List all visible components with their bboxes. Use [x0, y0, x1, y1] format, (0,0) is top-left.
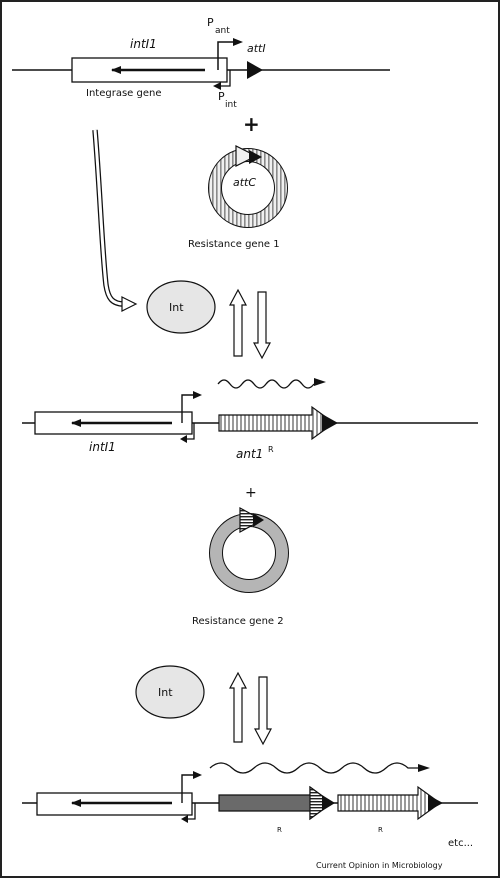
- hollow-arrow-down-1: [253, 291, 271, 360]
- cassette-2-arrowhead: [239, 506, 264, 534]
- hollow-arrow-up-2: [229, 671, 247, 743]
- pant-promoter-stem: [217, 41, 236, 70]
- reversible-arrows-1: [229, 288, 271, 360]
- attC-label: attC: [233, 176, 256, 189]
- pant-promoter-2: [181, 394, 196, 423]
- pant-label-P: P: [207, 16, 214, 29]
- intI1-label-mid: intI1: [89, 440, 116, 454]
- ant1-label: ant1: [236, 447, 263, 461]
- pint-promoter-arrowhead: [213, 82, 221, 90]
- cassette-2-r-label: R: [277, 826, 282, 834]
- int-protein-1-label: Int: [169, 301, 184, 314]
- cassette-ring-1-inner: [221, 161, 275, 215]
- cassette-ring-1-outer: [208, 148, 288, 228]
- int-protein-2: [135, 665, 205, 719]
- integron-with-cassette-1: intI1 ant1 R: [22, 391, 478, 461]
- ant1-superscript: R: [268, 445, 274, 454]
- pant-label-sub: ant: [215, 26, 230, 36]
- transcript-1-arrowhead: [314, 378, 326, 386]
- cassette-1-r-label: R: [378, 826, 383, 834]
- credit-label: Current Opinion in Microbiology: [316, 861, 443, 870]
- pant-promoter-arrowhead: [233, 38, 243, 46]
- cassette-1-arrowhead: [235, 145, 258, 167]
- attI-site-triangle: [247, 61, 263, 79]
- resistance-cassette-1: [218, 405, 336, 441]
- attC-site-triangle: [249, 150, 262, 164]
- cassette-ring-2: [209, 513, 289, 593]
- resistance-cassette-1-bottom: [337, 785, 442, 821]
- attC-site-2: [253, 513, 264, 527]
- pint-label-P: P: [218, 90, 225, 103]
- int-protein-2-label: Int: [158, 686, 173, 699]
- plus-sign-1: +: [243, 112, 260, 136]
- pant-promoter-3: [181, 774, 196, 803]
- int-protein-1: [146, 280, 216, 334]
- integrase-gene-label: Integrase gene: [86, 88, 161, 99]
- hollow-arrow-down-2: [254, 676, 272, 746]
- pint-promoter-stem: [218, 70, 231, 87]
- pint-promoter-3: [185, 803, 196, 820]
- circular-cassette-2: [209, 506, 289, 593]
- circular-cassette-1: attC: [208, 145, 288, 228]
- reversible-arrows-2: [229, 671, 272, 746]
- expression-curved-arrow: [92, 129, 138, 312]
- attC-site-mid: [322, 414, 338, 432]
- transcript-2-arrowhead: [418, 764, 430, 772]
- hollow-arrow-up-1: [229, 288, 247, 357]
- integron-with-cassettes-1-2: R R: [22, 771, 478, 834]
- intI1-label: intI1: [130, 37, 157, 51]
- attI-label: attI: [247, 42, 266, 55]
- transcript-wave-1: [217, 379, 315, 389]
- etc-label: etc...: [448, 838, 473, 849]
- plus-sign-2: +: [245, 485, 257, 501]
- integron-platform-top: intI1 P ant attI Integrase gene P int: [12, 16, 390, 110]
- cassette-ring-2-inner: [222, 526, 276, 580]
- pint-promoter-2: [184, 423, 195, 440]
- resistance-gene-1-label: Resistance gene 1: [188, 239, 280, 250]
- transcript-wave-2: [209, 762, 426, 774]
- resistance-gene-2-label: Resistance gene 2: [192, 616, 284, 627]
- pint-label-sub: int: [225, 100, 237, 110]
